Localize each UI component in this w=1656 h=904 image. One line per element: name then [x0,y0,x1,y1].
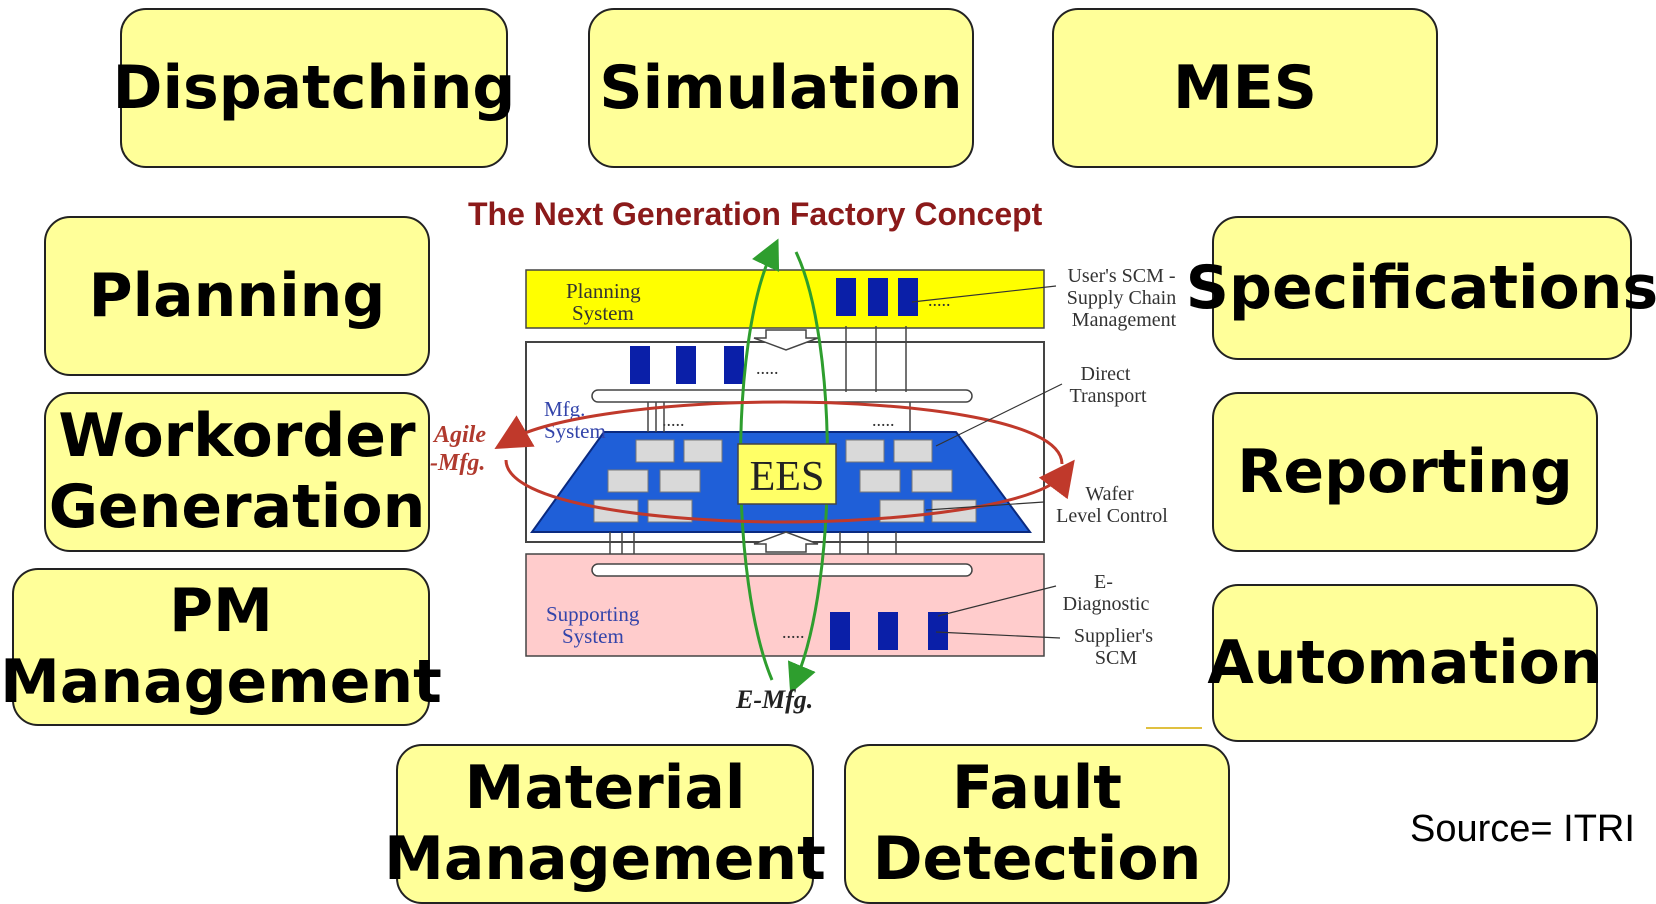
supplier-scm-annotation: Supplier's SCM [1074,625,1158,669]
mfg-bus [591,389,973,403]
floor-dots-right: ..... [872,410,895,430]
supporting-dots: ..... [782,622,805,642]
mes-box: MES [1052,8,1438,168]
detection-label: Detection [872,824,1202,894]
planning-box: Planning [44,216,430,376]
mes-label: MES [1173,52,1317,123]
scm-annotation: User's SCM - Supply Chain Management [1067,265,1181,331]
planning-system-label: Planning System [566,279,646,325]
fault-detection-box: Fault Detection [844,744,1230,904]
reporting-box: Reporting [1212,392,1598,552]
pm-management-box: PM Management [0,568,442,726]
material-label: Material [464,753,746,824]
material-management-box: Material Management [384,744,826,904]
annotation-pointers [911,285,1063,639]
workorder-generation-box: Workorder Generation [44,392,430,552]
agile-ring-top [494,400,1064,465]
figure-title: The Next Generation Factory Concept [468,196,1043,232]
simulation-box: Simulation [588,8,974,168]
automation-label: Automation [1207,627,1603,698]
e-diagnostic-annotation: E- Diagnostic [1063,571,1150,615]
down-arrow-planning [753,329,819,351]
dispatching-box: Dispatching [113,8,515,168]
generation-label: Generation [48,472,426,542]
planning-system-band [525,269,1045,329]
up-arrow-supporting [753,531,819,553]
automation-box: Automation [1207,584,1603,742]
agile-ring-bottom [504,459,1075,524]
e-mfg-label: E-Mfg. [735,685,813,714]
supporting-servers [830,612,948,650]
ees-box [737,443,837,505]
pm-management-label: Management [0,647,442,717]
floor-dots-left: ..... [662,410,685,430]
specifications-label: Specifications [1185,252,1656,323]
supporting-system-label: Supporting System [546,602,645,648]
fault-label: Fault [952,753,1122,824]
wafer-level-annotation: Wafer Level Control [1056,483,1168,527]
planning-dots: ..... [928,290,951,310]
specifications-box: Specifications [1186,216,1656,360]
material-management-label: Management [384,824,826,894]
workorder-label: Workorder [58,401,416,472]
dispatching-label: Dispatching [112,52,516,123]
direct-transport-annotation: Direct Transport [1069,363,1146,407]
mfg-dots: ..... [756,358,779,378]
supporting-bus [591,563,973,577]
reporting-label: Reporting [1237,436,1573,507]
ees-label: EES [750,454,825,500]
agile-mfg-label: Agile -Mfg. [430,422,492,476]
source-caption: Source= ITRI [1410,808,1635,850]
planning-servers [836,278,918,316]
planning-label: Planning [88,260,386,331]
simulation-label: Simulation [599,52,963,123]
pm-label: PM [169,576,273,647]
mfg-servers [630,346,744,384]
